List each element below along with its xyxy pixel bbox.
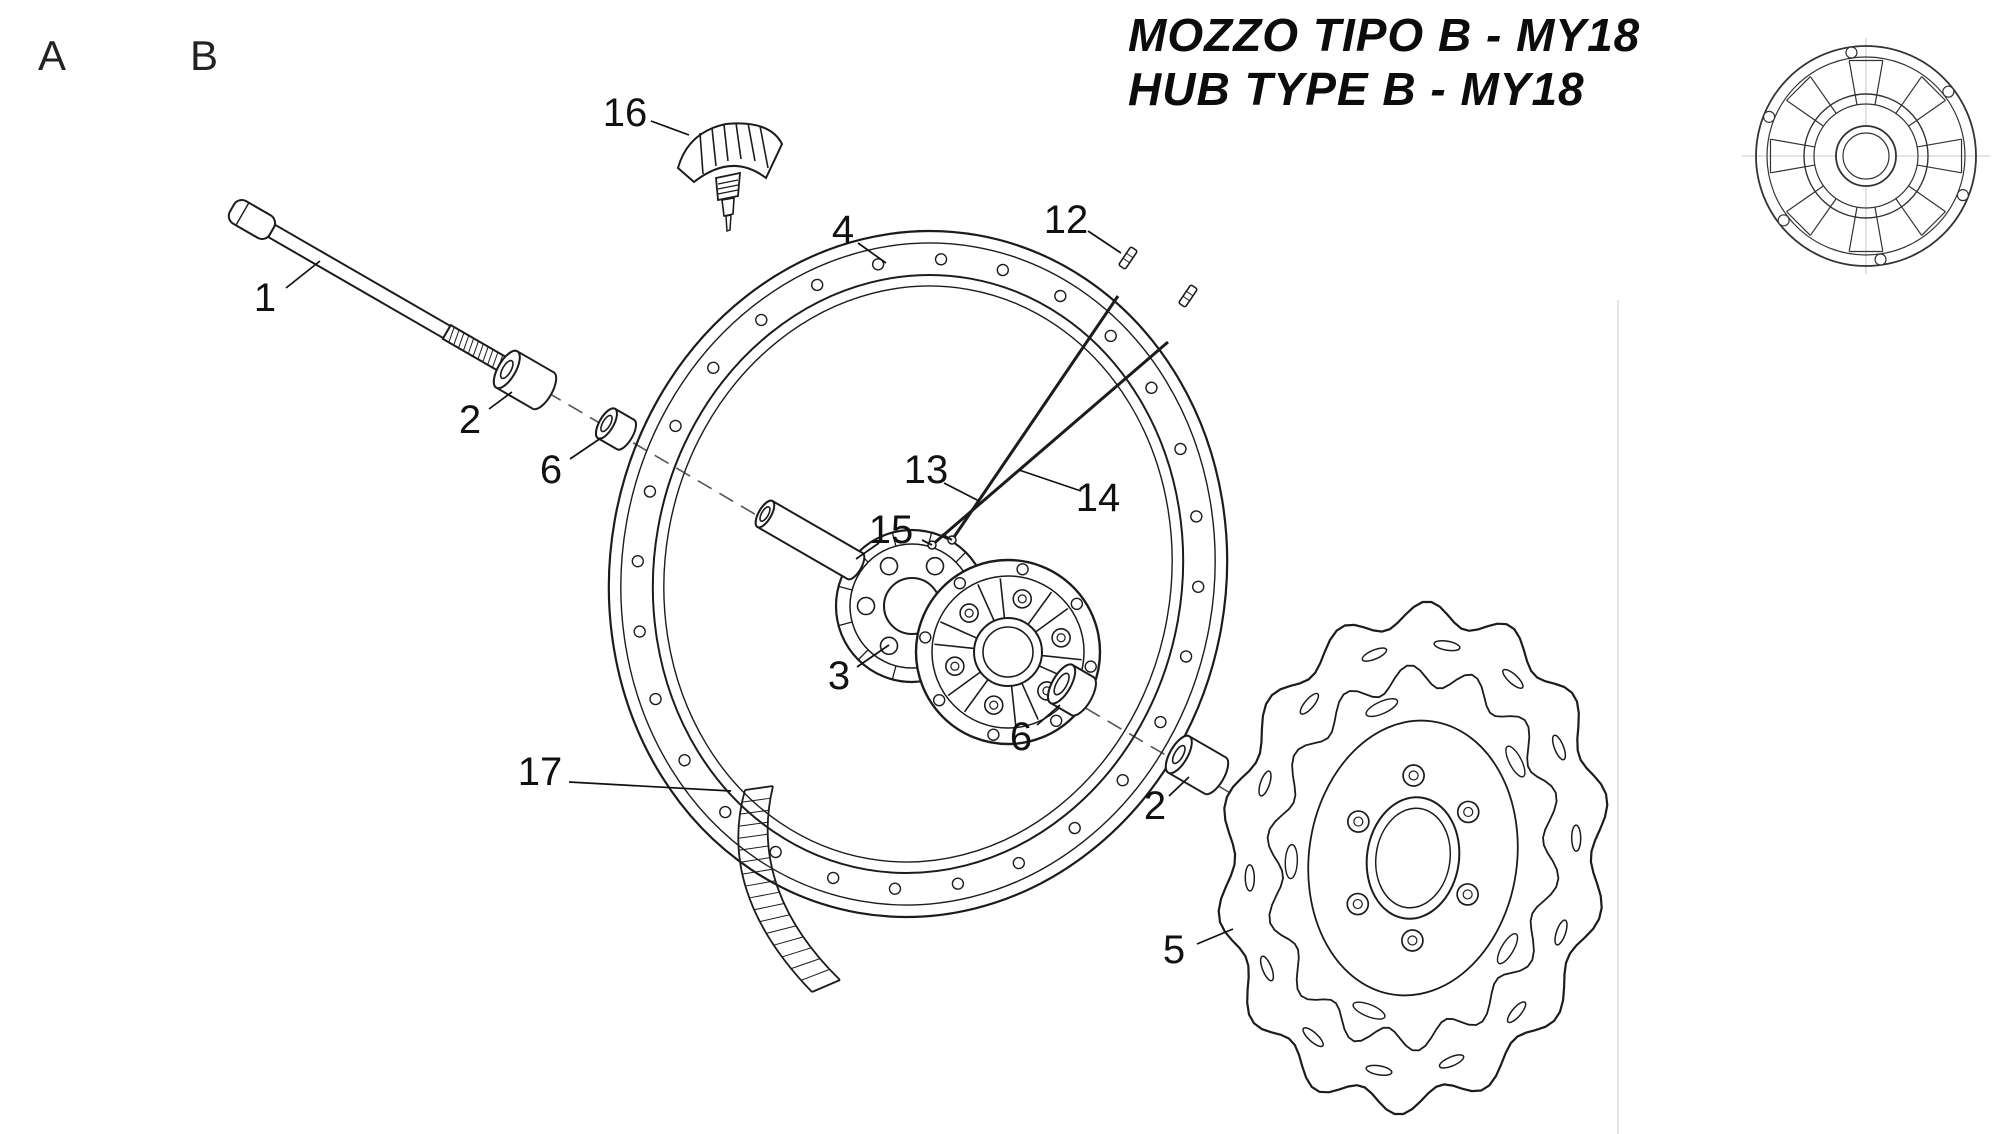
callout-rim-band: 17 <box>517 750 563 794</box>
callout-nipples: 12 <box>1043 198 1089 242</box>
nipples-drawing <box>1118 246 1198 308</box>
callout-hub: 3 <box>827 654 851 698</box>
callout-axle: 1 <box>253 276 277 320</box>
callout-valve: 16 <box>602 91 648 135</box>
callout-leader-lines <box>285 120 1234 945</box>
valve-drawing <box>676 122 784 233</box>
callout-bearing-left: 6 <box>539 448 563 492</box>
callout-spoke-13: 13 <box>903 448 949 492</box>
bearing-right-drawing <box>1047 663 1097 717</box>
title-line-english: HUB TYPE B - MY18 <box>1128 63 1585 116</box>
callout-bearing-right: 6 <box>1009 715 1033 759</box>
spacer-right-drawing <box>1164 734 1230 796</box>
callout-spacer-right: 2 <box>1143 784 1167 828</box>
rim-drawing <box>607 229 1229 919</box>
bearing-left-drawing <box>594 407 638 451</box>
diagram-title: MOZZO TIPO B - MY18 HUB TYPE B - MY18 <box>1128 8 1640 117</box>
brake-disc-drawing <box>1217 600 1609 1116</box>
title-line-italian: MOZZO TIPO B - MY18 <box>1128 9 1641 61</box>
rim-tape-drawing <box>737 785 841 993</box>
callout-brake-disc: 5 <box>1162 928 1186 972</box>
callout-rim: 4 <box>831 208 855 252</box>
callout-spacer-left: 2 <box>458 398 482 442</box>
axle-sleeve-drawing <box>754 499 866 581</box>
callout-spoke-14: 14 <box>1075 476 1121 520</box>
thumbnail-wheel-drawing <box>1742 38 1990 274</box>
callout-sleeve: 15 <box>868 508 914 552</box>
section-label-b: B <box>189 32 219 79</box>
spokes-drawing <box>921 295 1169 550</box>
section-label-a: A <box>37 32 67 79</box>
